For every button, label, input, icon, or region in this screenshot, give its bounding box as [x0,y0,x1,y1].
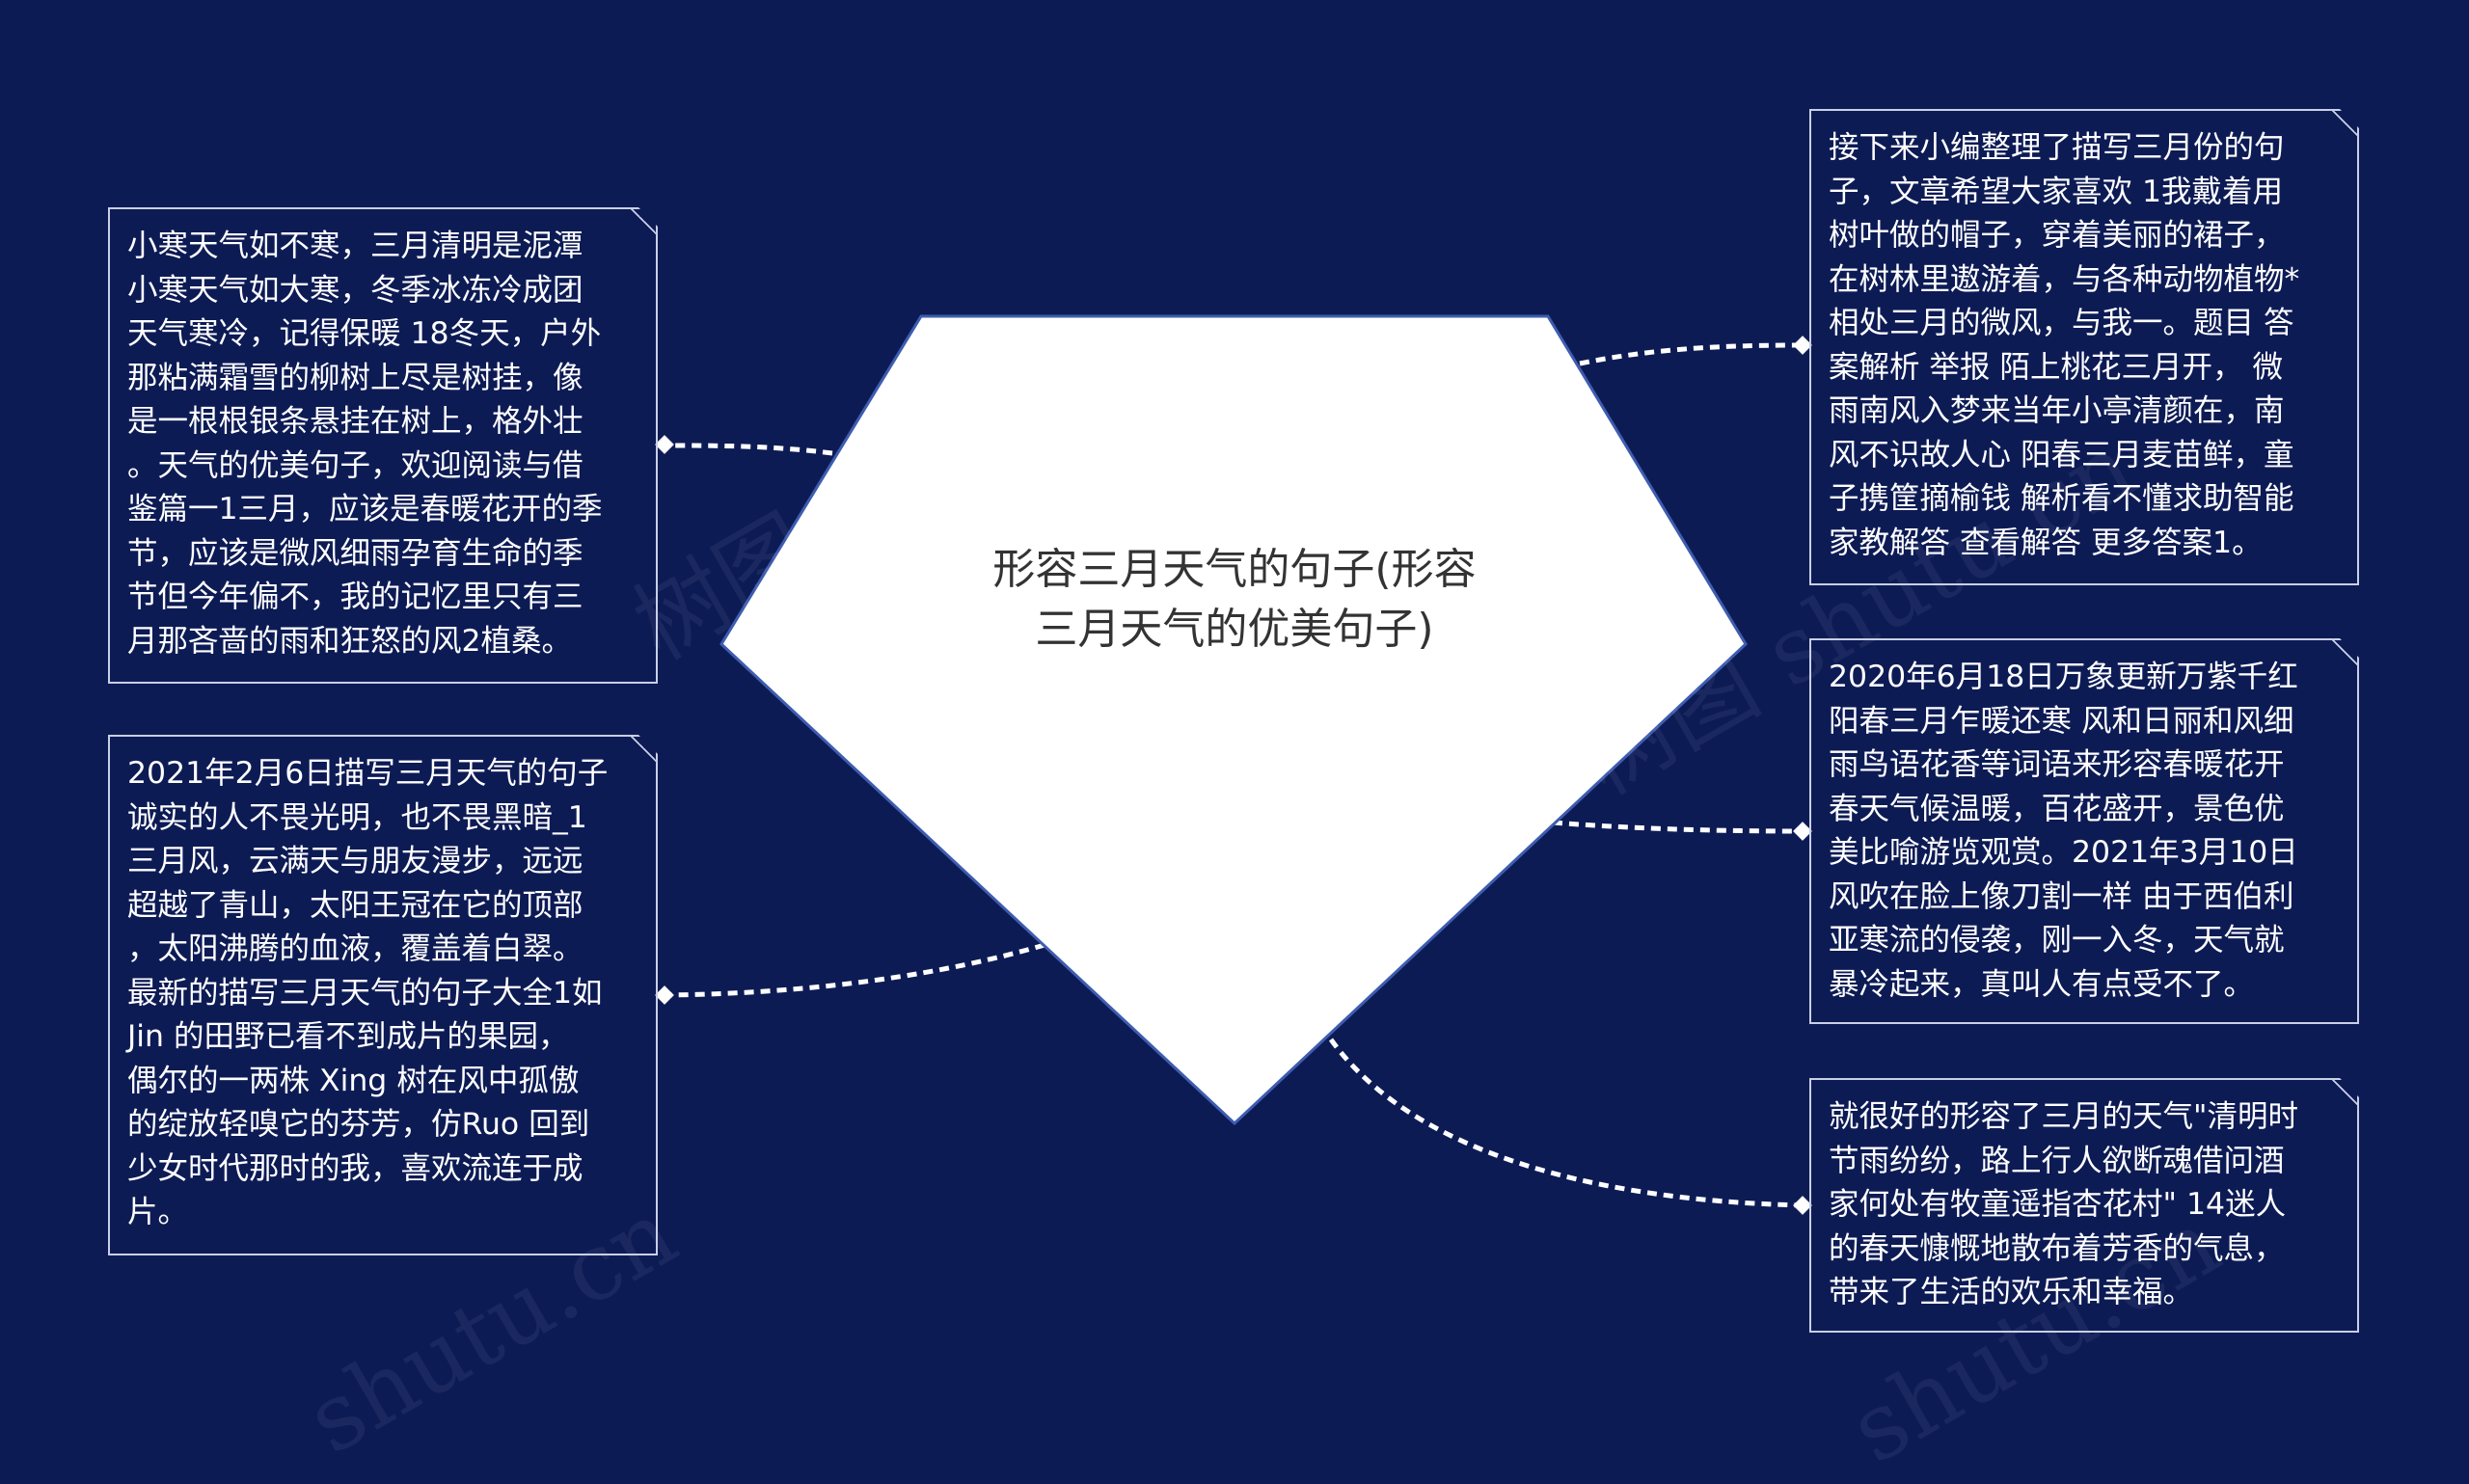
connector-dot-left-bottom [655,985,674,1005]
mindmap-canvas [655,314,1812,1215]
topic-node-left-bottom[interactable]: 2021年2月6日描写三月天气的句子 诚实的人不畏光明，也不畏黑暗_1 三月风，… [108,735,658,1255]
topic-node-right-middle[interactable]: 2020年6月18日万象更新万紫千红 阳春三月乍暖还寒 风和日丽和风细 雨鸟语花… [1809,638,2359,1024]
connector-dot-left-top [655,435,674,454]
connector-right-top [1579,342,1804,366]
connector-left-top [665,443,833,456]
connector-right-bottom [1328,1038,1804,1208]
connector-dot-right-bottom [1793,1196,1812,1215]
topic-node-right-bottom[interactable]: 就很好的形容了三月的天气"清明时 节雨纷纷，路上行人欲断魂借问酒 家何处有牧童遥… [1809,1078,2359,1333]
connector-right-middle [1552,820,1804,834]
connector-dot-right-middle [1793,822,1812,841]
topic-node-right-top[interactable]: 接下来小编整理了描写三月份的句 子，文章希望大家喜欢 1我戴着用 树叶做的帽子，… [1809,109,2359,585]
connector-dot-right-top [1793,336,1812,355]
center-node-title: 形容三月天气的句子(形容 三月天气的优美句子) [992,545,1477,654]
topic-node-left-top[interactable]: 小寒天气如不寒，三月清明是泥潭 小寒天气如大寒，冬季冰冻冷成团 天气寒冷，记得保… [108,207,658,684]
connector-left-bottom [665,942,1045,998]
center-node-shape[interactable] [719,314,1748,1126]
